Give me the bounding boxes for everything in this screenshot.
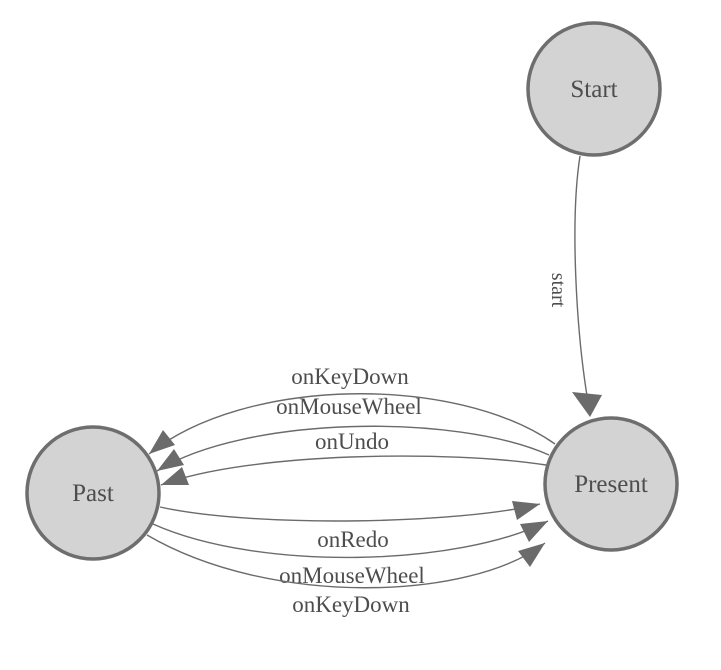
arrowhead-icon <box>161 467 189 485</box>
edge-present-to-past-onmousewheel[interactable]: onMouseWheel <box>156 394 550 472</box>
edge-label: start <box>547 273 569 308</box>
edge-past-to-present-onredo[interactable]: onRedo <box>159 501 541 552</box>
edge-path <box>160 455 547 486</box>
state-node-present[interactable]: Present <box>543 416 679 552</box>
edge-label: onUndo <box>315 429 389 454</box>
edge-path <box>156 425 550 472</box>
edge-label: onKeyDown <box>292 592 410 617</box>
state-circle[interactable] <box>25 425 161 561</box>
edge-present-to-past-onundo[interactable]: onUndo <box>160 429 547 486</box>
state-label: Past <box>72 480 114 507</box>
edge-label: onMouseWheel <box>276 394 422 419</box>
state-label: Start <box>570 76 617 103</box>
edge-present-to-past-onkeydown[interactable]: onKeyDown <box>148 364 556 455</box>
state-node-past[interactable]: Past <box>25 425 161 561</box>
state-circle[interactable] <box>543 416 679 552</box>
edge-path <box>148 393 556 455</box>
arrowhead-icon <box>518 543 545 567</box>
state-circle[interactable] <box>526 21 662 157</box>
arrowhead-icon <box>512 501 540 520</box>
arrowhead-icon <box>572 392 602 417</box>
edge-past-to-present-onkeydown[interactable]: onKeyDown <box>146 534 546 617</box>
edge-path <box>146 534 546 589</box>
edge-path <box>159 503 541 522</box>
state-label: Present <box>574 471 648 498</box>
arrowhead-icon <box>149 430 175 454</box>
edge-label: onRedo <box>317 527 389 552</box>
arrowhead-icon <box>157 449 184 471</box>
edge-start-to-present[interactable]: start <box>547 155 602 417</box>
edge-path <box>574 155 589 403</box>
edge-label: onKeyDown <box>291 364 409 389</box>
arrowhead-icon <box>520 521 548 542</box>
state-node-start[interactable]: Start <box>526 21 662 157</box>
edge-past-to-present-onmousewheel[interactable]: onMouseWheel <box>152 520 549 588</box>
edge-path <box>152 520 549 559</box>
